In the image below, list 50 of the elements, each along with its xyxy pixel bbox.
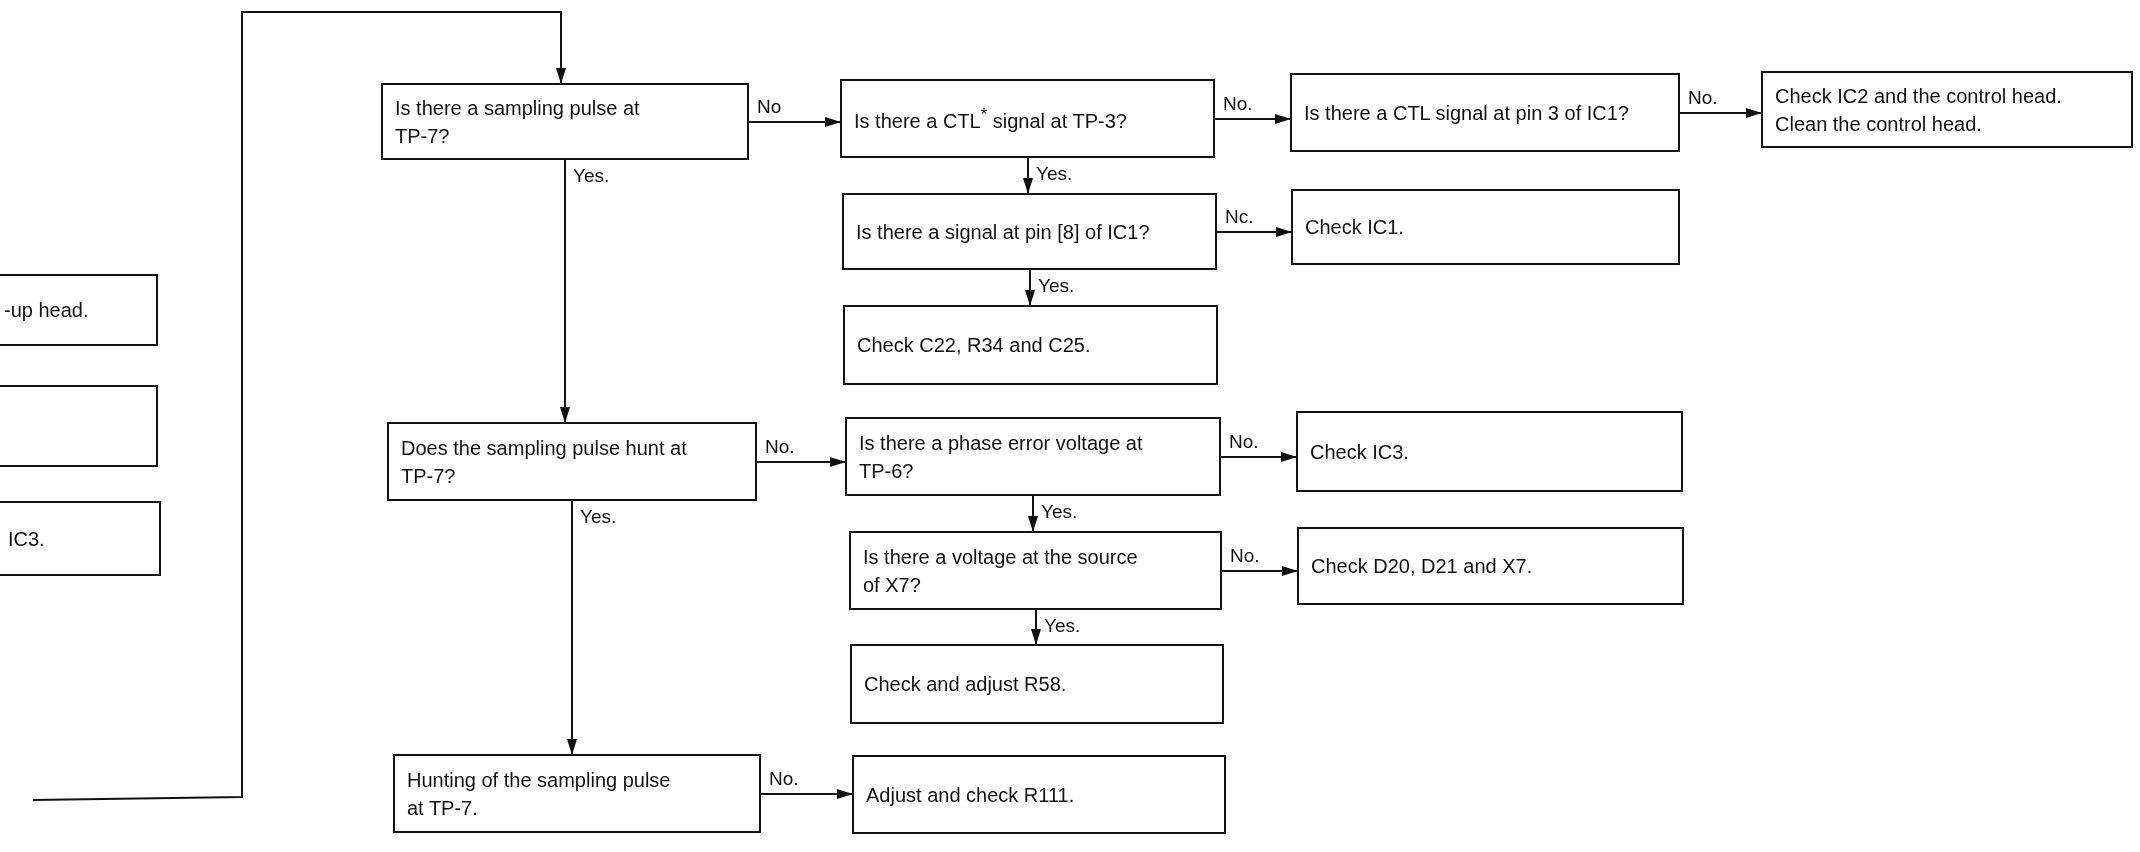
arrow bbox=[1023, 157, 1033, 194]
arrow bbox=[1025, 269, 1035, 306]
arrow bbox=[1220, 452, 1297, 462]
box-text: Does the sampling pulse hunt at TP-7? bbox=[401, 435, 688, 489]
decision-box bbox=[381, 83, 749, 160]
box-text: Check IC2 and the control head. Clean the control head. bbox=[1775, 83, 2063, 137]
arrow bbox=[560, 159, 570, 423]
process-box bbox=[1296, 411, 1683, 492]
process-box bbox=[852, 755, 1226, 834]
arrow bbox=[1028, 495, 1038, 532]
process-box bbox=[1761, 71, 2133, 148]
process-box bbox=[843, 305, 1218, 385]
box-text: Hunting of the sampling pulse at TP-7. bbox=[407, 767, 672, 821]
decision-box bbox=[840, 79, 1215, 158]
process-box bbox=[1291, 189, 1680, 265]
arrow bbox=[748, 117, 841, 127]
box-text: Is there a CTL$^{*}$ signal at TP-3? bbox=[854, 103, 1128, 134]
arrow bbox=[760, 789, 853, 799]
process-box bbox=[393, 754, 761, 833]
arrow bbox=[1679, 108, 1762, 118]
box-text: Is there a CTL signal at pin 3 of IC1? bbox=[1304, 100, 1630, 126]
decision-box bbox=[849, 531, 1222, 610]
arrow bbox=[756, 457, 846, 467]
arrow bbox=[1031, 609, 1041, 645]
decision-box bbox=[387, 422, 757, 501]
arrow bbox=[1216, 227, 1292, 237]
box-text: Check D20, D21 and X7. bbox=[1311, 554, 1534, 579]
box-text: Is there a signal at pin [8] of IC1? bbox=[856, 219, 1151, 245]
box-text: Is there a voltage at the source of X7? bbox=[863, 544, 1139, 598]
decision-box bbox=[842, 193, 1217, 270]
box-text: IC3. bbox=[8, 526, 46, 552]
box-text: Is there a sampling pulse at TP-7? bbox=[395, 95, 641, 149]
box-text: Check IC3. bbox=[1310, 439, 1410, 465]
process-box bbox=[0, 385, 158, 467]
arrow bbox=[1214, 114, 1291, 124]
arrow bbox=[1221, 566, 1298, 576]
box-text: Check IC1. bbox=[1305, 215, 1405, 240]
arrow bbox=[567, 500, 577, 755]
box-text: Is there a phase error voltage at TP-6? bbox=[859, 430, 1144, 484]
arrow bbox=[32, 11, 566, 801]
process-box bbox=[0, 274, 158, 346]
box-text: Check and adjust R58. bbox=[864, 672, 1068, 697]
decision-box bbox=[1290, 73, 1680, 152]
process-box bbox=[0, 501, 161, 576]
box-text: Check C22, R34 and C25. bbox=[857, 333, 1092, 358]
box-text: -up head. bbox=[4, 298, 90, 323]
process-box bbox=[1297, 527, 1684, 605]
process-box bbox=[850, 644, 1224, 724]
decision-box bbox=[845, 417, 1221, 496]
box-text: Adjust and check R111. bbox=[866, 782, 1076, 808]
